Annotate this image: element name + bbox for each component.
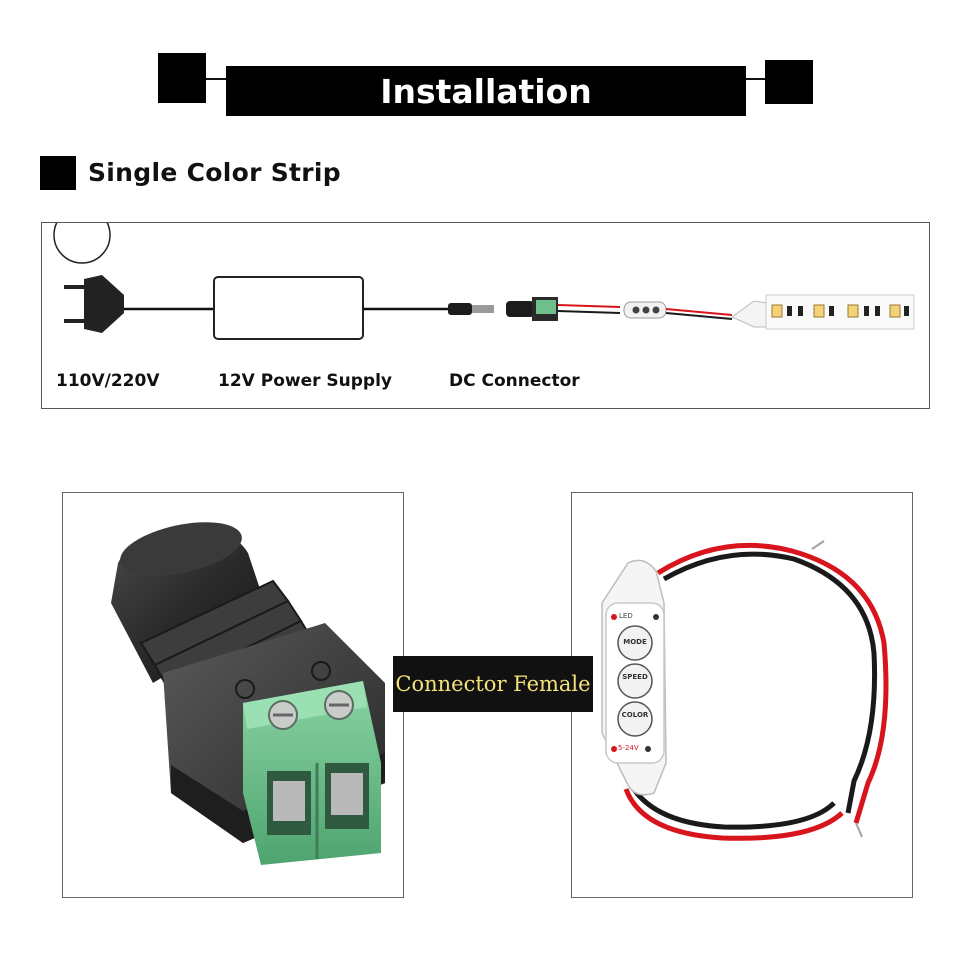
label-power-supply: 12V Power Supply — [218, 371, 393, 391]
plug-icon — [64, 275, 124, 333]
label-mains: 110V/220V — [56, 371, 160, 391]
wiring-diagram-graphic — [53, 223, 915, 340]
mini-controller-icon — [623, 301, 667, 319]
label-dc-connector: DC Connector — [449, 371, 580, 391]
connector-female-image — [111, 522, 385, 865]
mini-controller-image — [601, 540, 889, 841]
header-block-left — [158, 53, 206, 103]
led-strip-icon — [731, 294, 915, 330]
speed-button: SPEED — [622, 673, 648, 681]
dc-connector-female-icon — [506, 297, 558, 321]
corner-circle — [53, 223, 111, 264]
header-banner: Installation — [226, 66, 746, 116]
mode-button: MODE — [623, 638, 647, 646]
controller-photo-frame: MODE SPEED COLOR LED 5-24V — [571, 492, 913, 898]
section-bullet — [40, 156, 76, 190]
connector-caption: Connector Female — [393, 656, 593, 712]
voltage-mark: 5-24V — [618, 744, 639, 752]
connector-caption-text: Connector Female — [395, 672, 591, 696]
power-supply-box — [213, 276, 364, 340]
connector-photo-frame — [62, 492, 404, 898]
dc-plug-male-icon — [448, 303, 494, 315]
led-mark: LED — [619, 612, 633, 620]
wiring-diagram: 110V/220V 12V Power Supply DC Connector — [41, 222, 930, 409]
header-block-right — [765, 60, 813, 104]
section-title: Single Color Strip — [88, 158, 341, 187]
page-title: Installation — [380, 71, 592, 111]
color-button: COLOR — [621, 711, 649, 719]
